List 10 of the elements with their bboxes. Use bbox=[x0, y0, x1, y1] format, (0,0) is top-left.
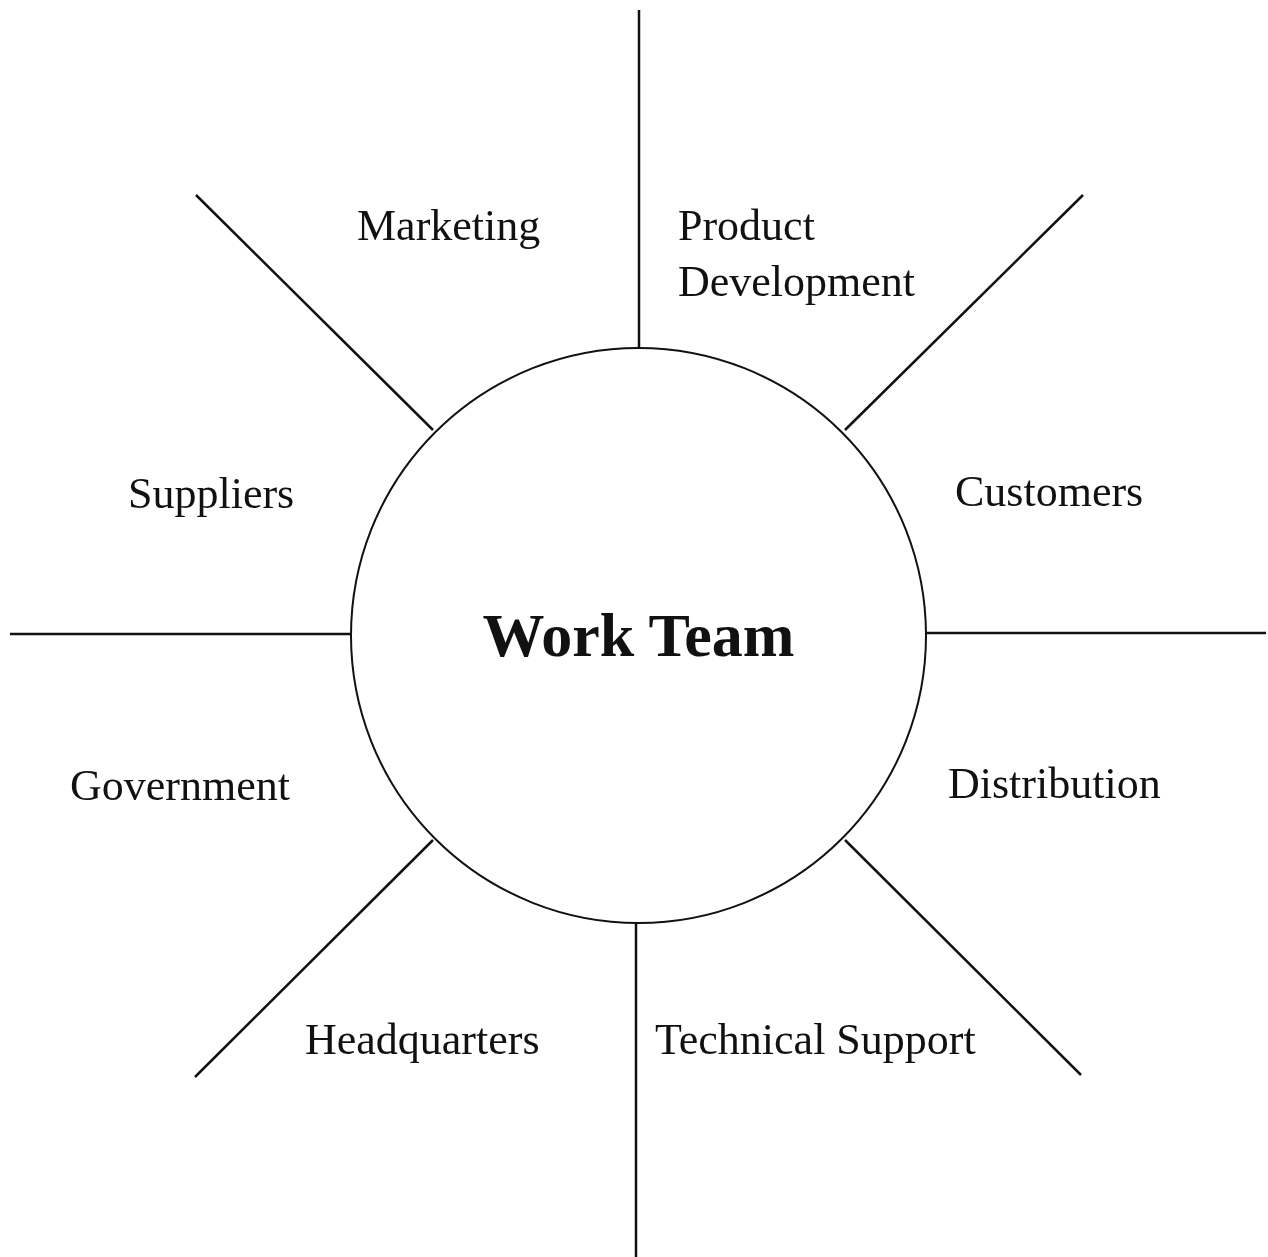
sector-label: Government bbox=[70, 760, 290, 812]
sector-label: Suppliers bbox=[128, 468, 295, 520]
sector-label: Headquarters bbox=[305, 1014, 540, 1066]
sector-label: Marketing bbox=[357, 200, 541, 252]
sector-label: Technical Support bbox=[655, 1014, 976, 1066]
center-label: Work Team bbox=[482, 600, 795, 671]
center-circle bbox=[350, 347, 927, 924]
sector-label: Customers bbox=[955, 466, 1144, 518]
sector-label: Distribution bbox=[948, 758, 1161, 810]
sector-label: Product Development bbox=[678, 200, 917, 308]
